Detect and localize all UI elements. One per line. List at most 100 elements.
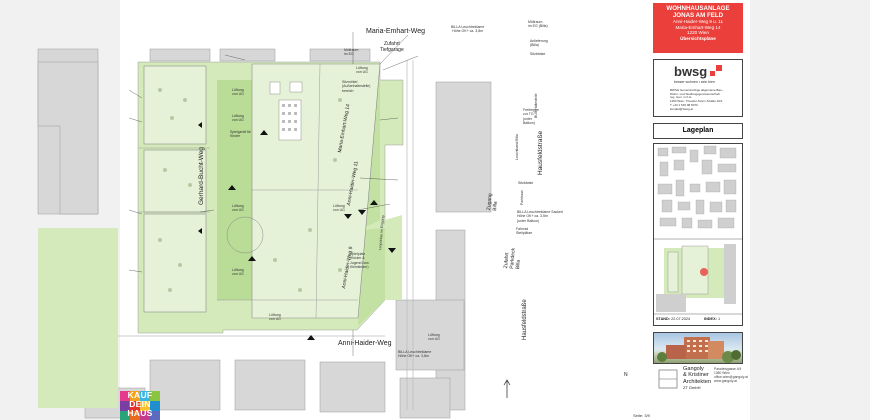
label-sitzmoebel-3: bereich: [342, 88, 354, 93]
label-lueftung-f-2: von UG: [232, 272, 244, 277]
badge-text: KAUF DEIN HAUS: [120, 391, 160, 418]
label-billa-top-2: Höhe OK+ ca. 3,8m: [452, 29, 484, 34]
street-gerhard-bucht-weg: Gerhard-Bucht-Weg: [198, 146, 205, 205]
architect-small3: office.wien@gangoly.at: [714, 375, 748, 379]
label-lueftung-c: Lüftung von UG: [232, 114, 244, 123]
street-maria-emhart-weg: Maria-Emhart-Weg: [366, 28, 425, 35]
project-title-line1: WOHNHAUSANLAGE: [666, 5, 730, 12]
label-bus: BUS Haltestelle: [534, 93, 538, 118]
label-lueftung-b-2: von UG: [232, 92, 244, 97]
label-spielgeraet-1: Spielgerät für: [230, 130, 251, 134]
label-billa-top-1: BILLA Leuchtreklame: [451, 25, 485, 29]
architect-small1: Paradeisgasse 4/4: [714, 367, 742, 371]
north-label: N: [624, 372, 628, 378]
client-address: BWSG Gemeinnützige allgemeine Bau-, Wohn…: [670, 88, 724, 111]
client-line5: T +43 1 546 08 8070: [670, 102, 698, 107]
label-anlieferung: Anlieferung (Billa): [530, 39, 548, 48]
label-muellraum-right: Müllraum im EG (Billa): [528, 20, 548, 29]
label-spielgeraet-2: Kinder: [230, 134, 241, 139]
architect-mark-icon: [658, 369, 678, 389]
label-lueftung-g: Lüftung von UG: [269, 313, 281, 322]
label-lueftung-e-2: von UG: [232, 208, 244, 213]
label-lueftung-g-2: von UG: [269, 317, 281, 322]
stand-label: STAND:: [656, 317, 671, 321]
label-lueftung-b-1: Lüftung: [232, 88, 244, 92]
label-lueftung-f-1: Lüftung: [232, 268, 244, 272]
label-lueftung-d-2: von UG: [333, 208, 345, 213]
label-zufahrt-parkdeck: Zufahrt Parkdeck Billa: [503, 247, 523, 270]
label-muellraum-top-1: Müllraum: [344, 48, 359, 52]
building-west-1: [143, 65, 207, 145]
rendering-buildings: [657, 337, 741, 363]
client-line1: BWSG Gemeinnützige allgemeine Bau-,: [670, 88, 724, 92]
project-address-line3: 1220 Wien: [687, 30, 709, 36]
project-subtitle: Übersichtspläne: [680, 35, 716, 41]
architect-address: Paradeisgasse 4/4 1080 Wien office.wien@…: [714, 367, 748, 383]
overview-maps: [654, 145, 742, 315]
label-lueftung-h: Lüftung von UG: [428, 333, 440, 342]
label-muellraum-right-1: Müllraum: [528, 20, 543, 24]
label-freitreppe: Freitreppe zur TG (unter Balkon): [523, 108, 539, 125]
label-billa-bottom-2: Höhe OK+ ca. 3,8m: [398, 354, 429, 359]
building-west-3: [143, 213, 207, 313]
label-billa-mid-1: BILLA Leuchtreklame Sackerl: [517, 210, 563, 214]
street-anni-haider-weg: Anni-Haider-Weg: [338, 340, 392, 347]
kauf-dein-haus-badge[interactable]: KAUF DEIN HAUS: [120, 391, 160, 420]
stand: STAND: 22.07.2024: [656, 317, 690, 321]
site-plan-drawing: [37, 32, 511, 419]
label-billa-bottom-1: BILLA Leuchtreklame: [398, 350, 432, 354]
label-spielplatz-4: Kleinkinder): [350, 264, 369, 269]
label-spielgeraet: Spielgerät für Kinder: [230, 130, 251, 139]
label-zufahrt: Zufahrt Tiefgarage: [380, 41, 404, 53]
badge-line1: KAUF: [127, 391, 153, 400]
project-title-line2: JONAS AM FELD: [672, 12, 724, 19]
label-fahrrad: Fahrrad Stellplätze: [516, 227, 532, 236]
badge-line3: HAUS: [127, 408, 153, 418]
label-lueftung-h-1: Lüftung: [428, 333, 440, 337]
architect-line1: Gangoly: [683, 366, 704, 372]
client-line3: reg. Gen. m.b.H.: [670, 95, 693, 100]
label-zufahrt-line2: Tiefgarage: [380, 47, 404, 53]
street-hausfeldstrasse-2: Hausfeldstraße: [522, 299, 528, 340]
label-lueftung-a-2: von UG: [356, 70, 368, 75]
label-muellraum-top: Müllraum im EG: [344, 48, 358, 57]
label-sitzmoebel: Sitzmöbel (Außenhaltestelle) bereich: [342, 80, 370, 93]
label-spielplatz-1: Spielplatz: [350, 252, 366, 256]
neighbor-building-east: [435, 81, 492, 213]
label-parkhaus: Parkhaus: [520, 190, 524, 205]
label-lueftung-c-2: von UG: [232, 118, 244, 123]
label-billa-mid: BILLA Leuchtreklame Sackerl Höhe OK+ ca.…: [517, 210, 563, 223]
label-lueftung-d: Lüftung von UG: [333, 204, 345, 213]
label-anlieferung-1: Anlieferung: [530, 39, 548, 43]
label-zugang-billa-2: Billa: [491, 201, 499, 212]
project-address-line2: Maria-Emhart-Weg 14: [675, 24, 721, 30]
client-box: bwsg besser wohnen • sein bien BWSG Geme…: [653, 59, 743, 117]
building-main: [251, 63, 381, 319]
label-lueftung-c-1: Lüftung: [232, 114, 244, 118]
project-title-box: WOHNHAUSANLAGE JONAS AM FELD Anni-Haider…: [653, 3, 743, 53]
index-label: INDEX:: [704, 317, 717, 321]
plan-title: Lageplan: [653, 123, 743, 139]
page-number: Seite: 3/9: [633, 413, 650, 418]
badge-background: [120, 391, 160, 420]
architect-line4: ZT GmbH: [683, 385, 701, 391]
client-line4: 1150 Wien, Theodor-Storm-Straße 40/1: [670, 99, 723, 104]
label-lueftung-f: Lüftung von UG: [232, 268, 244, 277]
building-west-2: [143, 149, 207, 213]
label-spielplatz-3: Jugend bzw.: [350, 260, 370, 265]
architect-line2: & Kristiner: [683, 372, 709, 379]
label-muellraum-right-2: im EG (Billa): [528, 24, 548, 29]
label-zufahrt-parkdeck-3: Billa: [514, 259, 522, 270]
index: INDEX: 1: [704, 317, 720, 321]
label-billa-mid-3: (unter Balkon): [517, 218, 539, 223]
label-leuchtband: Leuchtband Billa: [515, 134, 519, 160]
rendering-image: [653, 332, 743, 364]
overview-map-box: [653, 143, 743, 326]
client-slogan: besser wohnen • sein bien: [674, 80, 715, 84]
architect-logo: [656, 367, 680, 391]
client-line2: Wohn- und Siedlungsgenossenschaft: [670, 91, 720, 96]
badge-line2: DEIN: [129, 399, 151, 409]
green-west: [38, 228, 118, 408]
label-freitreppe-4: Balkon): [523, 120, 535, 125]
architect-line3: Architekten: [683, 378, 711, 385]
